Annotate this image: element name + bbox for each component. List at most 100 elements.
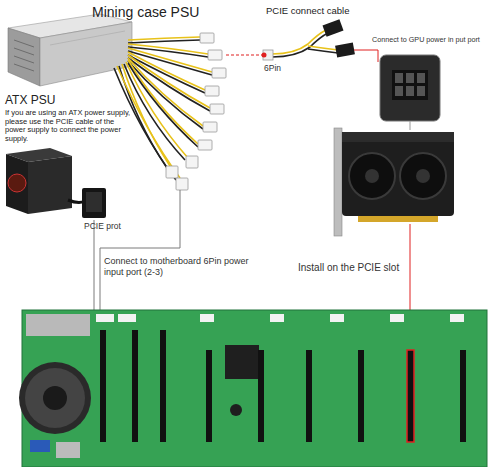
psu-connectors-part	[205, 86, 219, 96]
component-title: Mining case PSU	[92, 4, 199, 20]
motherboard-part	[100, 330, 466, 442]
motherboard-part-part	[306, 350, 312, 442]
motherboard-part	[22, 310, 487, 467]
gpu-port-leader-part-part	[406, 86, 414, 96]
motherboard-part-part	[96, 314, 114, 322]
port-label: PCIE prot	[84, 221, 121, 231]
gpu-port-leader-part-part	[395, 73, 403, 83]
motherboard-part-part	[200, 314, 214, 322]
motherboard-part-part	[358, 350, 364, 442]
pcie-cable-part	[263, 50, 273, 60]
motherboard-part-part	[460, 350, 466, 442]
component-title: ATX PSU	[5, 94, 55, 108]
leader-lines-part	[94, 220, 95, 314]
psu-connectors-part	[210, 104, 224, 114]
connector-dot	[262, 53, 267, 58]
psu-wires-part	[128, 44, 208, 54]
gpu-port-leader-part	[354, 50, 378, 51]
psu-wires-part	[114, 68, 176, 180]
gpu-port-leader-part	[395, 73, 425, 96]
motherboard-part	[30, 440, 50, 452]
atx-psu-part	[82, 188, 106, 218]
motherboard-part	[56, 442, 80, 458]
atx-psu-part	[86, 192, 102, 212]
gpu-port-leader-part-part	[417, 73, 425, 83]
gpu-port-leader	[354, 50, 440, 130]
gpu-port-leader-part	[378, 50, 379, 62]
gpu-card-part	[349, 153, 395, 199]
gpu-card-part	[400, 153, 446, 199]
motherboard-part-part	[132, 330, 138, 442]
component-note: If you are using an ATX power supply, pl…	[5, 109, 133, 144]
gpu-card-part	[365, 169, 379, 183]
pcie-cable-part	[272, 33, 328, 57]
mining-psu-part	[14, 56, 34, 63]
atx-psu-part	[6, 154, 28, 214]
psu-callout: ATX PSUIf you are using an ATX power sup…	[0, 94, 136, 220]
motherboard-part-part	[118, 314, 136, 322]
gpu-port-leader-part	[392, 70, 428, 100]
psu-connectors-part	[212, 68, 226, 78]
motherboard-part	[19, 362, 91, 434]
gpu-card	[334, 128, 454, 236]
leader-lines-part	[100, 190, 180, 314]
mining-psu-part	[14, 40, 34, 47]
psu-connectors-part	[203, 122, 217, 132]
psu-callout: Mining case PSU	[0, 4, 226, 92]
mining-psu-part	[14, 48, 34, 55]
port-note: Connect to GPU power in put port	[372, 36, 480, 45]
component-title: PCIE connect cable	[266, 6, 349, 17]
atx-psu	[6, 148, 106, 218]
motherboard-part	[407, 350, 414, 442]
mining-psu-part	[50, 31, 125, 45]
cable-callout: PCIE connect cable	[262, 6, 362, 46]
psu-wires-part	[128, 60, 198, 144]
cable-connector	[226, 54, 262, 55]
install-note: Install on the PCIE slot	[298, 262, 399, 274]
psu-connectors-part	[166, 166, 178, 178]
gpu-port-leader-part-part	[417, 86, 425, 96]
psu-connectors	[166, 33, 226, 190]
gpu-card-part	[334, 128, 342, 236]
psu-wires-part	[128, 58, 203, 126]
motherboard	[19, 310, 487, 467]
motherboard-part	[43, 386, 67, 410]
motherboard-part-part	[160, 330, 166, 442]
motherboard-part	[26, 314, 90, 336]
psu-wires-part	[117, 66, 180, 178]
psu-connectors-part	[198, 140, 212, 150]
motherboard-part-part	[206, 350, 212, 442]
psu-wires-part	[128, 40, 200, 43]
pcie-cable-part	[308, 49, 338, 53]
gpu-card-part	[416, 169, 430, 183]
gpu-port-leader-part	[410, 121, 411, 130]
atx-psu-part	[8, 174, 26, 192]
psu-connectors-part	[200, 33, 214, 43]
atx-psu-part	[28, 156, 72, 214]
pcie-cable-part	[335, 43, 355, 58]
motherboard-part	[25, 368, 85, 428]
motherboard-part-part	[258, 350, 264, 442]
motherboard-part-part	[330, 314, 344, 322]
psu-connectors-part	[186, 156, 198, 168]
mining-psu	[8, 14, 132, 86]
motherboard-part	[230, 404, 242, 416]
gpu-card-part	[358, 216, 438, 222]
gpu-port-leader-part-part	[406, 73, 414, 83]
connection-note: Connect to motherboard 6Pin power input …	[104, 256, 270, 278]
gpu-card-part	[342, 132, 454, 142]
pcie-cable	[263, 19, 355, 60]
pin-label: 6Pin	[264, 63, 281, 73]
motherboard-part-part	[270, 314, 284, 322]
psu-connectors-part	[176, 178, 188, 190]
motherboard-part-part	[100, 330, 106, 442]
psu-wires-part	[128, 48, 212, 72]
motherboard-part-part	[390, 314, 404, 322]
motherboard-part-part	[450, 314, 464, 322]
gpu-port-leader-part	[380, 55, 440, 121]
gpu-card-part	[342, 132, 454, 216]
motherboard-part	[96, 314, 464, 322]
